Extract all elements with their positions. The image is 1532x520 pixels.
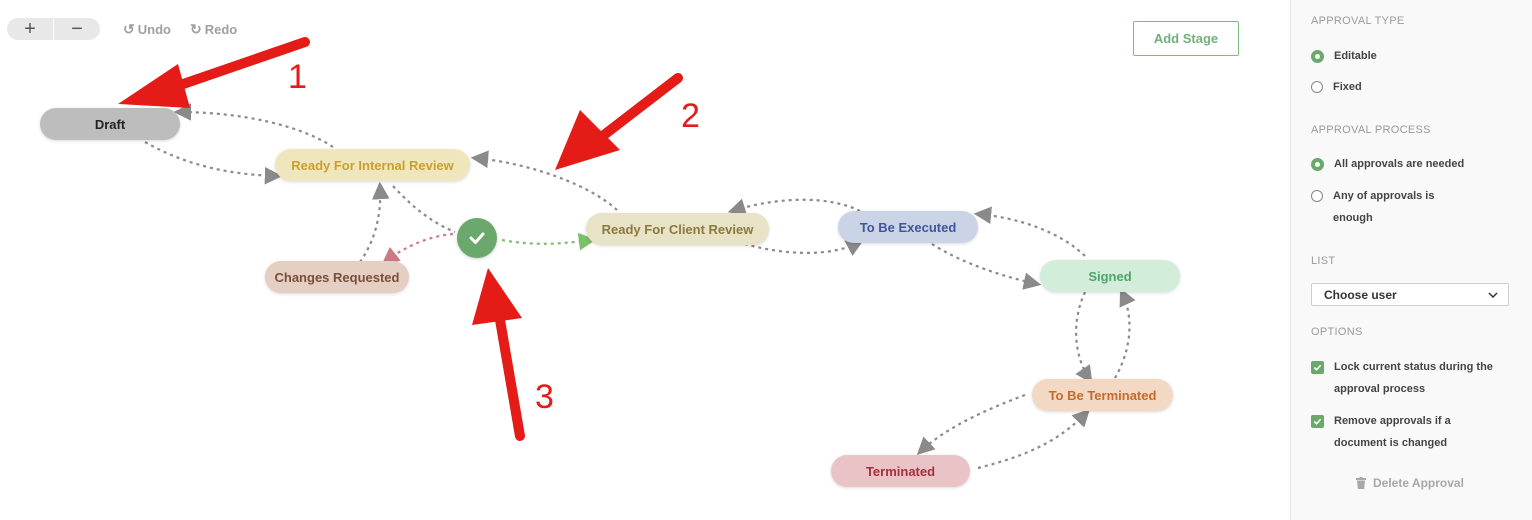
checkbox-checked-icon [1311,361,1324,374]
edge-draft-to-internal [144,141,283,185]
radio-selected-icon [1311,50,1324,63]
delete-approval-button[interactable]: Delete Approval [1356,476,1464,490]
add-stage-button[interactable]: Add Stage [1133,21,1239,56]
annotation-label-2: 2 [681,97,700,135]
option-remove-approvals-checkbox[interactable]: Remove approvals if a document is change… [1311,415,1471,454]
stage-to-be-terminated[interactable]: To Be Terminated [1032,379,1173,411]
zoom-divider [53,18,54,40]
stage-to-be-executed[interactable]: To Be Executed [838,211,978,243]
approval-type-fixed-radio[interactable]: Fixed [1311,81,1362,98]
radio-empty-icon [1311,190,1323,202]
edge-check-to-client [501,232,597,251]
approval-process-any-radio[interactable]: Any of approvals is enough [1311,190,1461,229]
annotation-label-3: 3 [535,378,554,416]
annotation-arrow-1 [155,37,310,97]
zoom-out-button[interactable]: − [71,18,83,40]
checkmark-icon [469,232,485,244]
zoom-in-button[interactable]: + [24,18,36,40]
edge-check-to-changes [381,232,454,265]
choose-user-value: Choose user [1324,287,1397,302]
approval-process-all-label: All approvals are needed [1334,158,1465,170]
delete-approval-label: Delete Approval [1373,476,1464,490]
zoom-control: + − [7,18,100,40]
approval-type-fixed-label: Fixed [1333,81,1362,93]
edge-terminated-to-terminating [977,408,1091,470]
annotation-arrow-2 [595,73,683,143]
trash-icon [1356,477,1366,489]
approval-type-editable-label: Editable [1334,50,1377,62]
approval-settings-panel: APPROVAL TYPE Editable Fixed APPROVAL PR… [1290,0,1532,520]
stage-draft[interactable]: Draft [40,108,180,140]
edge-executed-to-client [727,198,861,216]
edge-signed-to-terminating [1075,291,1093,384]
approval-process-heading: APPROVAL PROCESS [1311,124,1431,136]
stage-signed[interactable]: Signed [1040,260,1180,292]
undo-icon: ↺ [123,21,135,37]
edge-changes-to-internal [359,181,390,263]
approval-process-all-radio[interactable]: All approvals are needed [1311,158,1464,175]
stage-terminated[interactable]: Terminated [831,455,970,487]
undo-button[interactable]: ↺ Undo [123,21,171,38]
approval-node[interactable] [457,218,497,258]
redo-icon: ↻ [190,21,202,37]
edge-internal-to-check [392,185,456,234]
approval-type-heading: APPROVAL TYPE [1311,15,1405,27]
edge-signed-to-executed [973,206,1086,257]
workflow-canvas[interactable]: + − ↺ Undo ↻ Redo Add Stage [0,0,1290,520]
edge-client-to-internal [470,150,618,211]
option-lock-status-label: Lock current status during the approval … [1334,361,1493,395]
annotation-arrow-3 [495,315,525,441]
edge-terminating-to-terminated [916,393,1026,456]
redo-button[interactable]: ↻ Redo [190,21,237,38]
checkbox-checked-icon [1311,415,1324,428]
approval-process-any-label: Any of approvals is enough [1333,190,1435,224]
choose-user-select[interactable]: Choose user [1311,283,1509,306]
redo-label: Redo [204,22,238,37]
stage-ready-for-internal-review[interactable]: Ready For Internal Review [275,149,470,181]
edge-executed-to-signed [931,243,1042,290]
stage-changes-requested[interactable]: Changes Requested [265,261,409,293]
option-lock-status-checkbox[interactable]: Lock current status during the approval … [1311,361,1501,400]
options-heading: OPTIONS [1311,326,1363,338]
radio-selected-icon [1311,158,1324,171]
option-remove-approvals-label: Remove approvals if a document is change… [1334,415,1451,449]
undo-label: Undo [137,22,171,37]
chevron-down-icon [1488,291,1498,298]
annotation-label-1: 1 [288,58,307,96]
edge-client-to-executed [737,239,864,256]
radio-empty-icon [1311,81,1323,93]
approval-type-editable-radio[interactable]: Editable [1311,50,1377,67]
edge-terminating-to-signed [1114,288,1136,379]
workflow-edges [118,37,1136,470]
edge-internal-to-draft [173,103,334,148]
list-heading: LIST [1311,255,1336,267]
stage-ready-for-client-review[interactable]: Ready For Client Review [586,213,769,245]
